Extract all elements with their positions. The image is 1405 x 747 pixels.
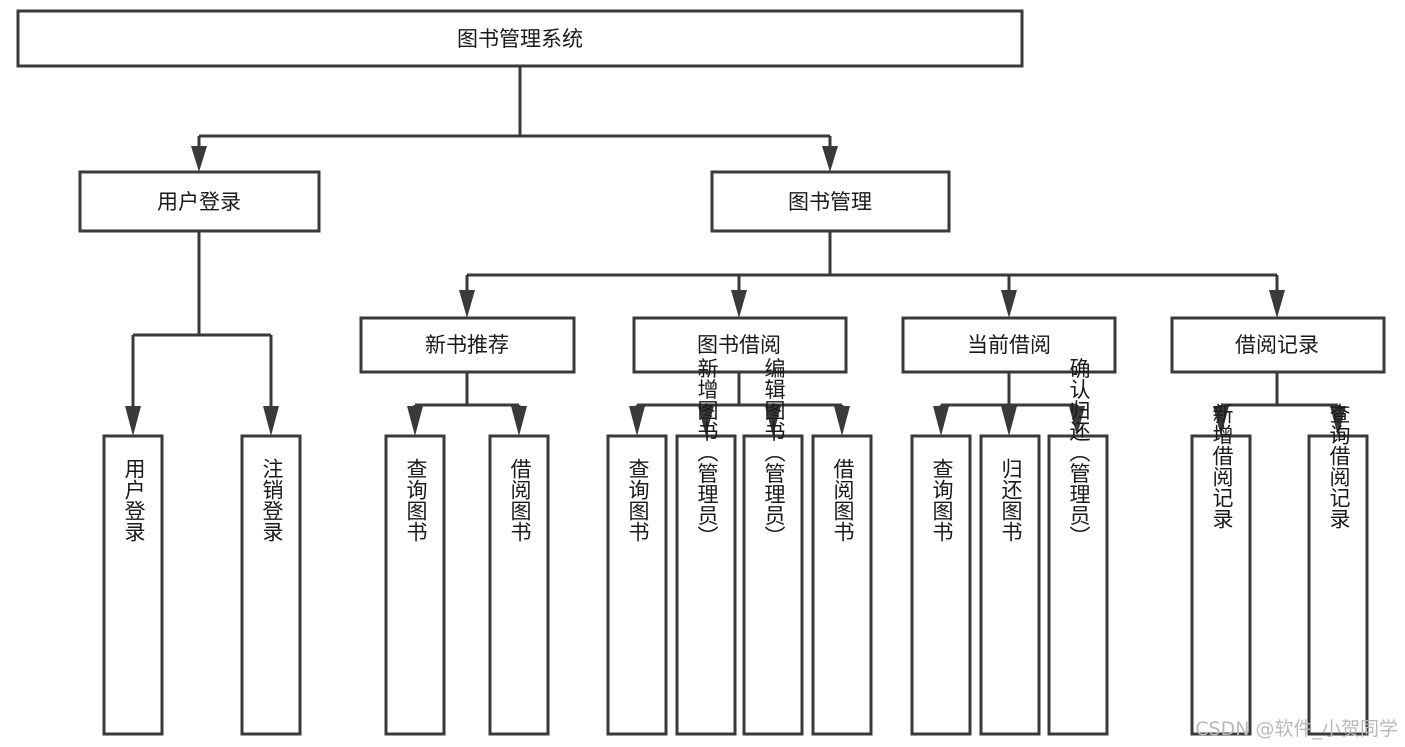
arrow-head-leaf-book-borrow-3 xyxy=(765,406,781,436)
node-book-borrow-box[interactable] xyxy=(632,316,848,374)
leaf-book-borrow-2-box[interactable] xyxy=(675,434,737,736)
leaf-user-login-1-box[interactable] xyxy=(102,434,164,736)
arrow-head-leaf-user-login-1 xyxy=(125,406,141,436)
arrow-head-current-borrow xyxy=(1001,290,1017,318)
arrow-head-leaf-current-borrow-2 xyxy=(1001,406,1017,436)
leaf-current-borrow-3[interactable]: 确认归还（管理员） xyxy=(1047,358,1109,736)
node-root-box[interactable] xyxy=(16,9,1024,68)
leaf-book-borrow-3-box[interactable] xyxy=(742,434,804,736)
leaf-borrow-record-1-box[interactable] xyxy=(1190,434,1252,736)
leaf-book-borrow-3[interactable]: 编辑图书（管理员） xyxy=(742,358,804,736)
leaf-borrow-record-2[interactable]: 查询借阅记录 xyxy=(1307,403,1369,736)
arrow-head-new-book xyxy=(459,290,475,318)
arrow-head-borrow-record xyxy=(1269,290,1285,318)
leaf-current-borrow-2-box[interactable] xyxy=(979,434,1041,736)
leaf-book-borrow-1-box[interactable] xyxy=(606,434,668,736)
leaf-current-borrow-1-box[interactable] xyxy=(910,434,972,736)
leaf-book-borrow-3-label: 编辑图书（管理员） xyxy=(762,358,786,547)
arrow-head-leaf-current-borrow-1 xyxy=(933,406,949,436)
node-new-book-recommend-label: 新书推荐 xyxy=(425,333,509,357)
node-borrow-record[interactable]: 借阅记录 xyxy=(1170,316,1386,374)
node-book-manage-label: 图书管理 xyxy=(788,190,872,214)
leaf-book-borrow-4-label: 借阅图书 xyxy=(831,458,855,542)
leaf-new-book-2[interactable]: 借阅图书 xyxy=(488,434,550,736)
node-current-borrow[interactable]: 当前借阅 xyxy=(901,316,1117,374)
leaf-user-login-1[interactable]: 用户登录 xyxy=(102,434,164,736)
leaf-current-borrow-3-label: 确认归还（管理员） xyxy=(1067,358,1091,547)
leaf-book-borrow-4-box[interactable] xyxy=(811,434,873,736)
arrow-head-leaf-borrow-record-2 xyxy=(1330,406,1346,436)
leaf-book-borrow-1-label: 查询图书 xyxy=(626,458,650,542)
node-user-login-box[interactable] xyxy=(78,170,321,233)
leaf-book-borrow-2-label: 新增图书（管理员） xyxy=(695,358,719,547)
arrow-head-leaf-new-book-1 xyxy=(407,406,423,436)
leaf-current-borrow-1-label: 查询图书 xyxy=(930,458,954,542)
node-root-label: 图书管理系统 xyxy=(457,27,583,51)
node-user-login[interactable]: 用户登录 xyxy=(78,170,321,233)
node-current-borrow-label: 当前借阅 xyxy=(967,333,1051,357)
leaf-new-book-2-label: 借阅图书 xyxy=(508,458,532,542)
node-borrow-record-label: 借阅记录 xyxy=(1235,333,1319,357)
node-new-book-recommend[interactable]: 新书推荐 xyxy=(359,316,576,374)
leaf-borrow-record-2-label: 查询借阅记录 xyxy=(1327,403,1351,529)
leaf-new-book-2-box[interactable] xyxy=(488,434,550,736)
leaf-borrow-record-1[interactable]: 新增借阅记录 xyxy=(1190,403,1252,736)
node-user-login-label: 用户登录 xyxy=(157,190,241,214)
leaf-new-book-1-label: 查询图书 xyxy=(404,458,428,542)
node-book-manage[interactable]: 图书管理 xyxy=(710,170,951,233)
arrow-head-leaf-current-borrow-3 xyxy=(1069,406,1085,436)
node-book-manage-box[interactable] xyxy=(710,170,951,233)
node-new-book-recommend-box[interactable] xyxy=(359,316,576,374)
arrow-head-book-borrow xyxy=(731,290,747,318)
node-current-borrow-box[interactable] xyxy=(901,316,1117,374)
node-book-borrow-label: 图书借阅 xyxy=(697,333,781,357)
leaf-new-book-1-box[interactable] xyxy=(384,434,446,736)
node-root-system[interactable]: 图书管理系统 xyxy=(16,9,1024,68)
node-book-borrow[interactable]: 图书借阅 xyxy=(632,316,848,374)
watermark-label: CSDN @软件_小贺同学 xyxy=(1195,718,1398,740)
connector-layer xyxy=(125,66,1346,436)
leaf-current-borrow-1[interactable]: 查询图书 xyxy=(910,434,972,736)
leaf-current-borrow-3-box[interactable] xyxy=(1047,434,1109,736)
node-borrow-record-box[interactable] xyxy=(1170,316,1386,374)
leaf-new-book-1[interactable]: 查询图书 xyxy=(384,434,446,736)
arrow-head-leaf-user-login-2 xyxy=(263,406,279,436)
leaf-book-borrow-4[interactable]: 借阅图书 xyxy=(811,434,873,736)
leaf-user-login-1-label: 用户登录 xyxy=(122,458,146,542)
leaf-book-borrow-2[interactable]: 新增图书（管理员） xyxy=(675,358,737,736)
leaf-current-borrow-2[interactable]: 归还图书 xyxy=(979,434,1041,736)
leaf-user-login-2-label: 注销登录 xyxy=(260,458,284,542)
leaf-borrow-record-1-label: 新增借阅记录 xyxy=(1210,403,1234,529)
arrow-head-leaf-book-borrow-2 xyxy=(698,406,714,436)
arrow-head-book-manage xyxy=(822,146,838,172)
arrow-head-leaf-new-book-2 xyxy=(511,406,527,436)
arrow-head-leaf-book-borrow-4 xyxy=(834,406,850,436)
arrow-head-leaf-borrow-record-1 xyxy=(1213,406,1229,436)
arrow-head-leaf-book-borrow-1 xyxy=(629,406,645,436)
leaf-borrow-record-2-box[interactable] xyxy=(1307,434,1369,736)
leaf-user-login-2[interactable]: 注销登录 xyxy=(240,434,302,736)
leaf-book-borrow-1[interactable]: 查询图书 xyxy=(606,434,668,736)
leaf-current-borrow-2-label: 归还图书 xyxy=(999,458,1023,542)
arrow-head-user-login xyxy=(191,146,207,172)
leaf-user-login-2-box[interactable] xyxy=(240,434,302,736)
